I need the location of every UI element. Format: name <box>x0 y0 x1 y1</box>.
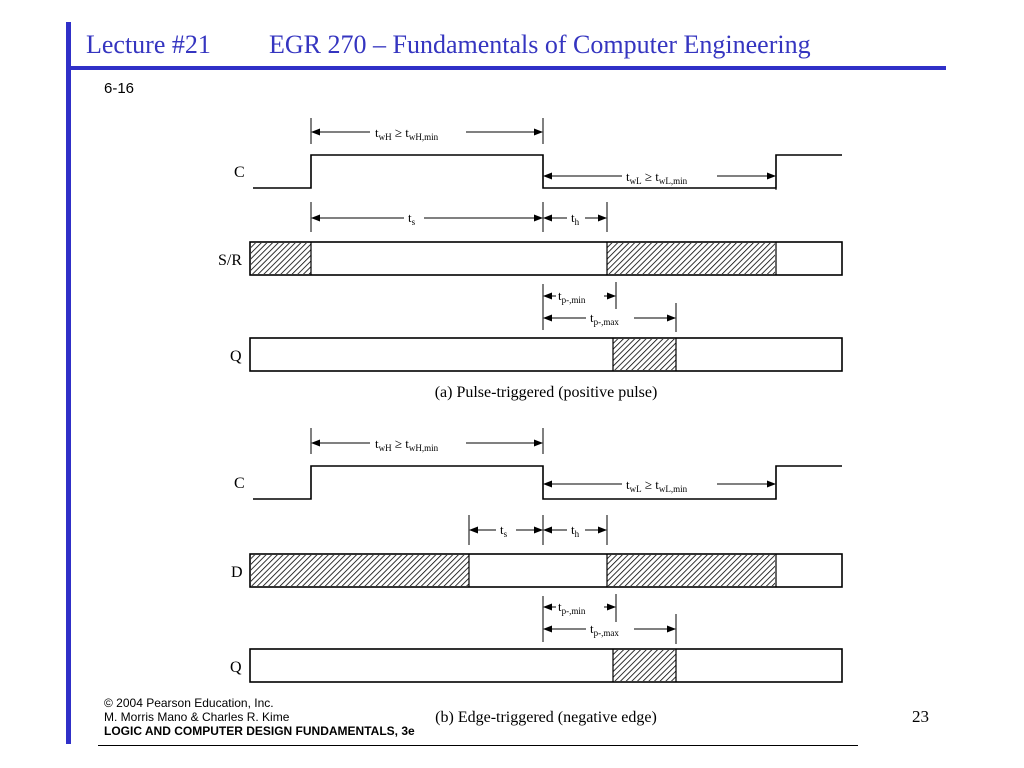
panel-a-clock-waveform <box>253 154 842 189</box>
panel-b-tpmax-label: tp-,max <box>590 621 619 638</box>
slide-header: Lecture #21 EGR 270 – Fundamentals of Com… <box>86 30 811 60</box>
panel-b-caption: (b) Edge-triggered (negative edge) <box>435 709 657 726</box>
authors-line: M. Morris Mano & Charles R. Kime <box>104 710 290 724</box>
panel-b-ticks <box>310 428 777 644</box>
panel-a-tpmin-label: tp-,min <box>558 288 586 305</box>
footer-rule <box>98 745 858 746</box>
panel-a-input-hatch-2 <box>607 243 775 274</box>
panel-a-tpmax-label: tp-,max <box>590 310 619 327</box>
lecture-number: Lecture #21 <box>86 30 211 59</box>
panel-a-caption: (a) Pulse-triggered (positive pulse) <box>435 384 658 401</box>
copyright-line: © 2004 Pearson Education, Inc. <box>104 696 274 710</box>
panel-a: twH ≥ twH,min C twL ≥ twL,min ts th S/R … <box>218 118 843 401</box>
panel-b-ts-label: ts <box>500 522 508 539</box>
panel-a-th-label: th <box>571 210 580 227</box>
panel-a-twh-label: twH ≥ twH,min <box>375 125 439 142</box>
panel-b: twH ≥ twH,min C twL ≥ twL,min ts th D tp… <box>230 428 843 726</box>
panel-a-input-label: S/R <box>218 252 242 269</box>
panel-a-input-hatch-1 <box>251 243 311 274</box>
header-rule <box>66 66 946 70</box>
panel-b-twh-label: twH ≥ twH,min <box>375 436 439 453</box>
panel-b-input-hatch-2 <box>607 555 775 586</box>
publisher-credits: © 2004 Pearson Education, Inc. M. Morris… <box>104 696 415 738</box>
panel-b-input-hatch-1 <box>251 555 469 586</box>
panel-b-tpmin-label: tp-,min <box>558 599 586 616</box>
panel-b-input-label: D <box>231 564 243 581</box>
course-title: EGR 270 – Fundamentals of Computer Engin… <box>269 30 811 59</box>
page-number: 23 <box>912 707 929 726</box>
panel-b-twl-label: twL ≥ twL,min <box>626 477 688 494</box>
panel-b-clock-waveform <box>253 465 842 500</box>
panel-b-output-band <box>249 648 843 683</box>
panel-a-ticks <box>310 118 777 332</box>
book-title: LOGIC AND COMPUTER DESIGN FUNDAMENTALS, … <box>104 724 415 738</box>
left-accent-bar <box>66 22 71 744</box>
panel-a-twl-label: twL ≥ twL,min <box>626 169 688 186</box>
panel-b-output-label: Q <box>230 659 242 676</box>
panel-a-clock-label: C <box>234 164 245 181</box>
panel-a-ts-label: ts <box>408 210 416 227</box>
figure-number: 6-16 <box>104 80 135 97</box>
panel-b-clock-label: C <box>234 475 245 492</box>
panel-a-output-hatch <box>613 339 676 370</box>
panel-a-output-band <box>249 337 843 372</box>
panel-b-th-label: th <box>571 522 580 539</box>
panel-a-output-label: Q <box>230 348 242 365</box>
panel-b-output-hatch <box>613 650 676 681</box>
